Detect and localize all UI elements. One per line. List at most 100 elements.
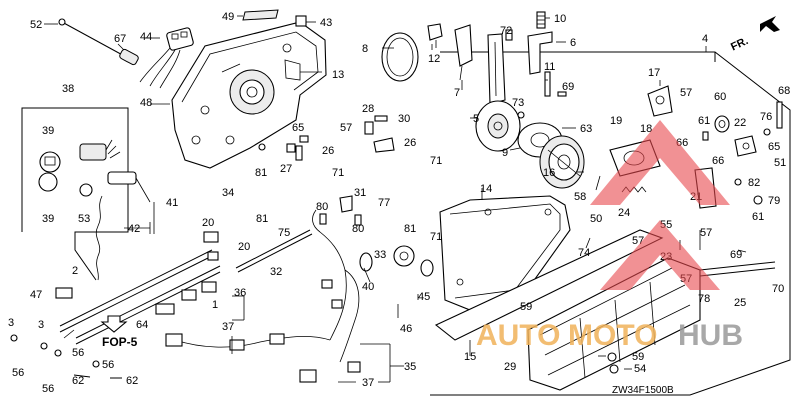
fop-arrow-icon: [100, 315, 128, 333]
part-hardware-bottom: [10, 334, 122, 379]
part-lever-7: [454, 24, 473, 81]
front-arrow-icon: [760, 16, 780, 32]
callout-27: 27: [280, 163, 292, 175]
callout-79: 79: [768, 195, 780, 207]
callout-33: 33: [374, 249, 386, 261]
callout-2: 2: [72, 265, 78, 277]
part-harness-35: [165, 209, 361, 383]
callout-61a: 61: [698, 115, 710, 127]
callout-80b: 80: [352, 223, 364, 235]
part-fittings-20: [203, 231, 219, 261]
callout-78: 78: [698, 293, 710, 305]
part-bracket-17: [647, 85, 673, 117]
callout-80a: 80: [316, 201, 328, 213]
part-plate-14: [439, 195, 571, 311]
callout-43: 43: [320, 17, 332, 29]
bracket-38: [21, 107, 129, 281]
callout-57e: 57: [340, 122, 352, 134]
callout-14: 14: [480, 183, 492, 195]
part-housing-48: [171, 21, 327, 169]
watermark: AUTO MOTO HUB: [476, 120, 743, 352]
callout-20b: 20: [238, 241, 250, 253]
callout-71b: 71: [430, 155, 442, 167]
callout-35: 35: [404, 361, 416, 373]
callout-15: 15: [464, 351, 476, 363]
callout-75: 75: [278, 227, 290, 239]
callout-9: 9: [502, 147, 508, 159]
callout-77: 77: [378, 197, 390, 209]
callout-37a: 37: [222, 321, 234, 333]
callout-11: 11: [544, 61, 555, 73]
callout-30: 30: [398, 113, 410, 125]
callout-34: 34: [222, 187, 234, 199]
part-cable-67: [58, 18, 139, 66]
callout-6: 6: [570, 37, 576, 49]
part-washers-60: [702, 101, 783, 141]
callout-22: 22: [734, 117, 746, 129]
watermark-auto: AUTO: [476, 319, 560, 352]
callout-32: 32: [270, 266, 282, 278]
part-keyswitch-39: [38, 151, 61, 192]
part-grille-29: [527, 257, 701, 391]
callout-29: 29: [504, 361, 516, 373]
callout-66b: 66: [712, 155, 724, 167]
callout-24: 24: [618, 207, 630, 219]
callout-13: 13: [332, 69, 344, 81]
callout-81c: 81: [404, 223, 416, 235]
part-nut-79: [753, 195, 763, 205]
callout-60: 60: [714, 91, 726, 103]
part-arm-5: [475, 33, 521, 152]
callout-40: 40: [362, 281, 374, 293]
callout-59a: 59: [520, 301, 532, 313]
front-label: FR.: [729, 35, 750, 53]
callout-70: 70: [772, 283, 784, 295]
fop-label: FOP-5: [102, 335, 138, 349]
part-rod-25: [699, 261, 776, 277]
callout-56b: 56: [72, 347, 84, 359]
callout-58: 58: [574, 191, 586, 203]
callout-46: 46: [400, 323, 412, 335]
watermark-hub: HUB: [678, 319, 743, 352]
callout-8: 8: [362, 43, 368, 55]
callout-36: 36: [234, 287, 246, 299]
part-clamps-64: [155, 281, 217, 315]
callout-56a: 56: [12, 367, 24, 379]
assembly-frame: [430, 51, 791, 396]
callout-51: 51: [774, 157, 786, 169]
callout-68: 68: [778, 85, 790, 97]
callout-67: 67: [114, 33, 126, 45]
callout-69b: 69: [562, 81, 574, 93]
part-pin-11: [544, 71, 567, 97]
callout-39b: 39: [42, 213, 54, 225]
callout-65b: 65: [292, 122, 304, 134]
part-knob-22: [734, 135, 757, 157]
watermark-moto: MOTO: [568, 319, 657, 352]
callout-41: 41: [166, 197, 178, 209]
callout-28: 28: [362, 103, 374, 115]
part-clip-47: [55, 287, 73, 299]
callout-57a: 57: [680, 87, 692, 99]
callout-62b: 62: [126, 375, 138, 387]
callout-65: 65: [768, 141, 780, 153]
part-nuts-59: [607, 352, 619, 374]
part-bracket-6: [527, 31, 553, 75]
callout-57b: 57: [700, 227, 712, 239]
callout-54: 54: [634, 363, 646, 375]
part-hardware-28: [258, 115, 395, 161]
part-rod-32: [235, 229, 313, 273]
callout-72: 72: [500, 25, 512, 37]
callout-38: 38: [62, 83, 74, 95]
part-ring-8: [381, 32, 419, 82]
callout-69: 69: [730, 249, 742, 261]
callout-81a: 81: [256, 213, 268, 225]
part-cables-1: [59, 249, 221, 345]
callout-12: 12: [428, 53, 440, 65]
part-lanyard-42: [79, 171, 137, 281]
callout-71c: 71: [430, 231, 442, 243]
callout-56d: 56: [42, 383, 54, 395]
callout-50: 50: [590, 213, 602, 225]
callout-74: 74: [578, 247, 590, 259]
callout-52: 52: [30, 19, 42, 31]
callout-1: 1: [212, 299, 218, 311]
callout-10: 10: [554, 13, 566, 25]
